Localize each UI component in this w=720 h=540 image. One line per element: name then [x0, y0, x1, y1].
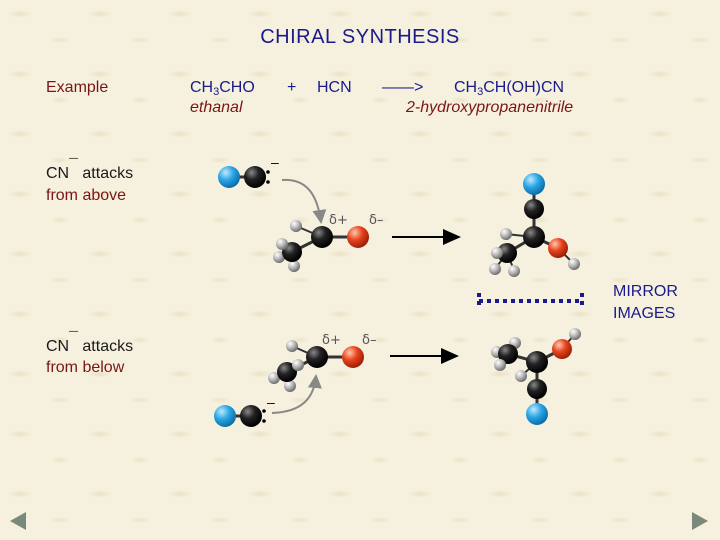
oxygen-atom: [552, 339, 572, 359]
cn-charge: ¯: [69, 330, 78, 347]
product-formula-text-end: CH(OH)CN: [483, 79, 565, 96]
reactant1-formula-text-end: CHO: [219, 79, 255, 96]
cn-text: CN: [46, 338, 70, 355]
product-formula: CH3CH(OH)CN: [454, 79, 564, 98]
cn-charge: ¯: [69, 157, 78, 174]
charge-minus-top: –: [271, 154, 279, 170]
reactant2-formula: HCN: [317, 79, 352, 96]
carbonyl-carbon-atom: [306, 346, 328, 368]
product-bottom: [491, 328, 581, 425]
hydrogen-atom: [569, 328, 581, 340]
carbon-atom: [277, 362, 297, 382]
attacks-text: attacks: [77, 338, 134, 355]
hydrogen-atom: [494, 359, 506, 371]
lone-pair-dot: [266, 170, 270, 174]
oxygen-atom: [347, 226, 369, 248]
mirror-label-line2: IMAGES: [613, 305, 676, 322]
product-top: [489, 173, 580, 277]
reactant1-formula: CH3CHO: [190, 79, 255, 98]
lone-pair-dot: [266, 180, 270, 184]
product-formula-subscript: 3: [477, 86, 484, 98]
hydrogen-atom: [276, 238, 288, 250]
ethanal-bottom: [268, 340, 364, 392]
nitrogen-atom: [218, 166, 240, 188]
curved-attack-arrow-bottom: [271, 374, 322, 414]
hydrogen-atom: [508, 265, 520, 277]
carbon-atom: [244, 166, 266, 188]
hydrogen-atom: [290, 220, 302, 232]
example-label: Example: [46, 79, 109, 96]
hydrogen-atom: [273, 251, 285, 263]
lone-pair-dot: [262, 409, 266, 413]
ethanal-top: [273, 220, 369, 272]
plus-sign: +: [287, 79, 297, 96]
hydrogen-atom: [500, 228, 512, 240]
hydrogen-atom: [284, 380, 296, 392]
product-name: 2-hydroxypropanenitrile: [406, 99, 574, 116]
hydrogen-atom: [568, 258, 580, 270]
reactant1-formula-subscript: 3: [213, 86, 220, 98]
attack-above-line2: from above: [46, 187, 127, 204]
cyanide-ion-top: [218, 166, 270, 188]
hydrogen-atom: [292, 359, 304, 371]
methyl-carbon-atom: [497, 243, 517, 263]
attacks-text: attacks: [77, 165, 134, 182]
chiral-carbon-atom: [526, 351, 548, 373]
delta-plus-top: δ+: [329, 213, 348, 228]
attack-below-line2: from below: [46, 359, 125, 376]
attack-below-line1: CN¯ attacks: [46, 330, 134, 356]
reaction-arrow-text: ——>: [382, 79, 424, 96]
oxygen-atom: [342, 346, 364, 368]
chiral-carbon-atom: [523, 226, 545, 248]
carbonyl-carbon-atom: [311, 226, 333, 248]
page-title: CHIRAL SYNTHESIS: [260, 26, 460, 48]
hydrogen-atom: [288, 260, 300, 272]
delta-minus-bottom: δ–: [362, 333, 376, 348]
reactant1-formula-text: CH: [190, 79, 214, 96]
carbon-atom: [240, 405, 262, 427]
cyanide-ion-bottom: [214, 405, 266, 427]
product-formula-text: CH: [454, 79, 478, 96]
next-slide-button[interactable]: [692, 512, 708, 530]
delta-minus-top: δ–: [369, 213, 383, 228]
mirror-label-line1: MIRROR: [613, 283, 678, 300]
prev-slide-button[interactable]: [10, 512, 26, 530]
hydrogen-atom: [489, 263, 501, 275]
hydrogen-atom: [286, 340, 298, 352]
hydrogen-atom: [491, 247, 503, 259]
lone-pair-dot: [262, 419, 266, 423]
reactant1-name: ethanal: [190, 99, 243, 116]
nitrile-carbon-atom: [527, 379, 547, 399]
cn-text: CN: [46, 165, 70, 182]
nitrogen-atom: [526, 403, 548, 425]
delta-plus-bottom: δ+: [322, 333, 341, 348]
methyl-carbon-atom: [498, 344, 518, 364]
hydrogen-atom: [515, 370, 527, 382]
curved-attack-arrow-top: [281, 178, 327, 224]
nitrogen-atom: [523, 173, 545, 195]
nitrogen-atom: [214, 405, 236, 427]
attack-above-line1: CN¯ attacks: [46, 157, 134, 183]
nitrile-carbon-atom: [524, 199, 544, 219]
oxygen-atom: [548, 238, 568, 258]
charge-minus-bottom: –: [267, 394, 275, 410]
hydrogen-atom: [268, 372, 280, 384]
